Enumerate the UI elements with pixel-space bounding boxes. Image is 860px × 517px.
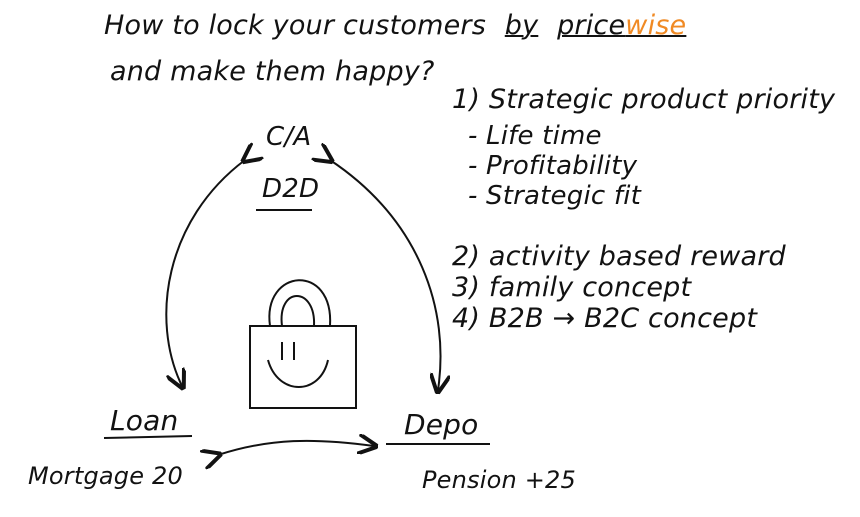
left-node-underline: [103, 435, 193, 439]
node-left-label: Loan: [110, 404, 179, 437]
list-item-1: 1) Strategic product priority: [452, 84, 836, 115]
list-sub-item-2: - Profitability: [468, 151, 638, 181]
brand-name-main: price: [557, 10, 626, 41]
arrow-top-to-left: [165, 160, 245, 386]
list-item-3: 3) family concept: [452, 272, 692, 303]
list-item-2: 2) activity based reward: [452, 241, 786, 272]
strategy-list: 1) Strategic product priority - Life tim…: [452, 84, 835, 334]
title-line-1: How to lock your customers by pricewise: [104, 10, 686, 41]
title-prefix: How to lock your customers: [104, 10, 486, 41]
title-line-2: and make them happy?: [110, 56, 435, 87]
padlock-smiley-icon: [249, 279, 357, 409]
arrow-top-to-right: [330, 160, 441, 390]
list-sub-item-1: - Life time: [468, 121, 602, 151]
list-item-4: 4) B2B → B2C concept: [452, 303, 758, 334]
node-left-sub: Mortgage 20: [28, 462, 183, 490]
node-top-label: C/A: [266, 122, 312, 152]
node-right-sub: Pension +25: [422, 466, 576, 494]
title-by: by: [504, 10, 539, 41]
arrow-left-right: [218, 441, 374, 455]
brand-name: pricewise: [557, 10, 686, 41]
brand-name-accent: wise: [625, 10, 687, 41]
node-top-sub: D2D: [262, 174, 320, 204]
list-sub-item-3: - Strategic fit: [468, 181, 642, 211]
node-right-label: Depo: [404, 408, 479, 441]
